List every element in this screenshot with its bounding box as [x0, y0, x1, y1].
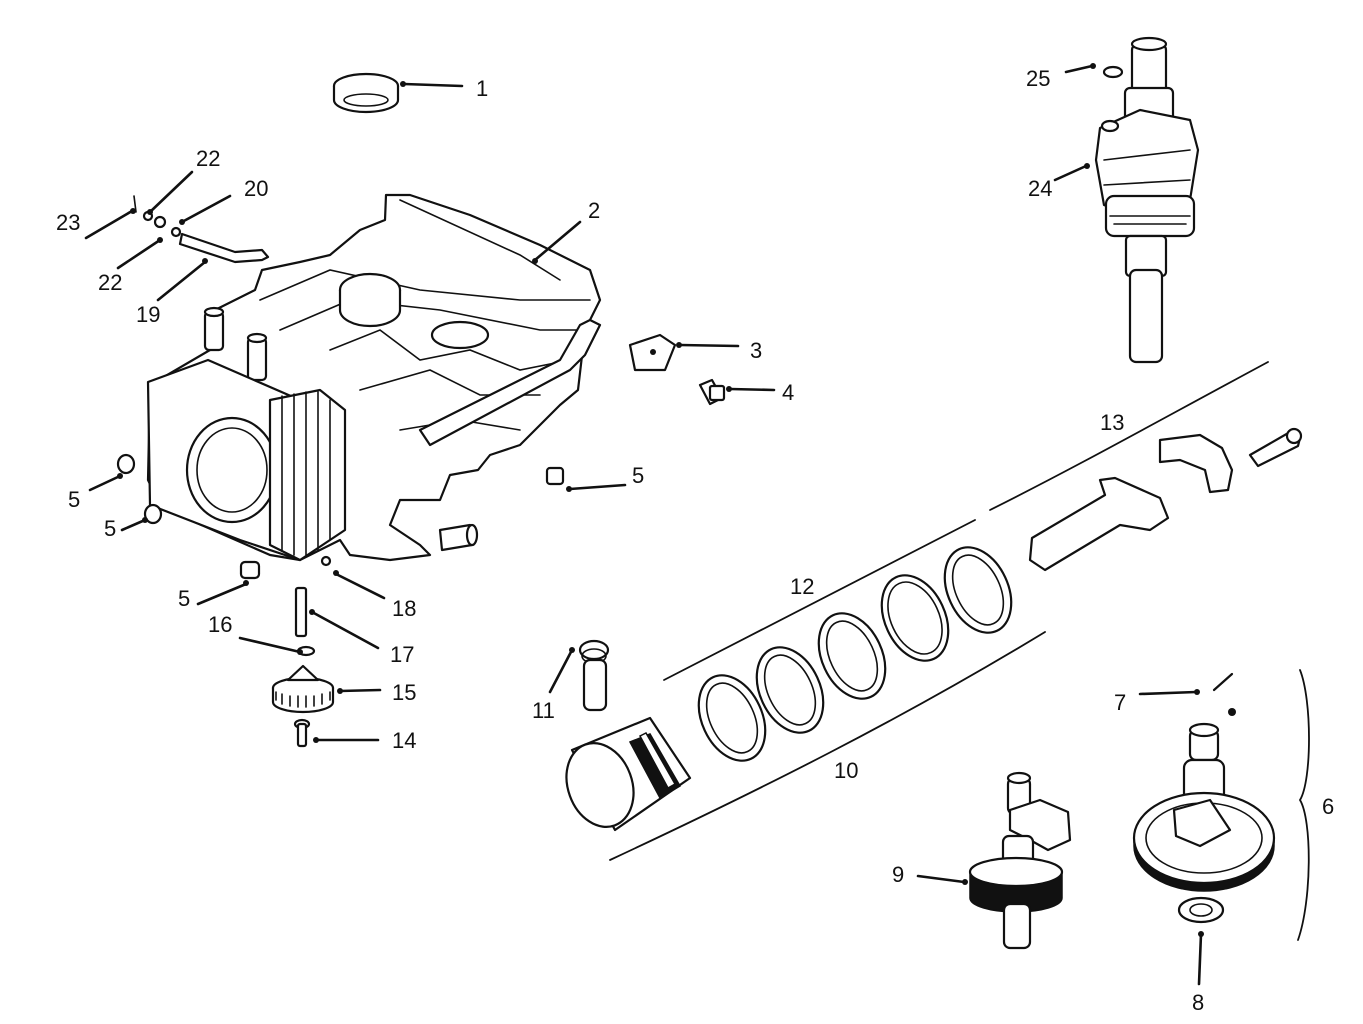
part-15-gear — [271, 664, 335, 714]
plug-left-upper — [116, 453, 136, 475]
part-23-pin — [133, 195, 137, 213]
plug-right — [545, 466, 565, 486]
callout-15: 15 — [392, 680, 416, 705]
part-12-ring-set — [697, 546, 1013, 762]
part-4-bolt — [698, 378, 726, 406]
callout-20: 20 — [244, 176, 268, 201]
part-11-piston-pin — [578, 639, 610, 712]
callout-24: 24 — [1028, 176, 1052, 201]
part-13-connecting-rod — [1028, 427, 1303, 572]
callout-9: 9 — [892, 862, 904, 887]
callout-18: 18 — [392, 596, 416, 621]
part-18-ball — [320, 555, 332, 567]
part-5-plugs — [116, 453, 565, 580]
part-7-pin — [1212, 672, 1234, 692]
part-22-nut-upper — [153, 215, 167, 229]
callout-13: 13 — [1100, 410, 1124, 435]
callout-3: 3 — [750, 338, 762, 363]
part-17-shaft — [294, 586, 308, 638]
part-3-bracket — [628, 333, 677, 372]
part-1-seal — [332, 72, 400, 114]
callout-16: 16 — [208, 612, 232, 637]
callout-labels: 1 2 3 4 5 5 5 5 6 7 8 9 10 11 12 13 14 1… — [56, 66, 1334, 1015]
callout-5-left-upper: 5 — [68, 487, 80, 512]
part-8-washer — [1177, 896, 1225, 924]
callout-5-right: 5 — [632, 463, 644, 488]
breather-assembly — [133, 195, 270, 264]
part-2-crankcase — [146, 193, 602, 562]
callout-2: 2 — [588, 198, 600, 223]
part-20-washer — [170, 226, 182, 238]
part-19-tube — [178, 232, 270, 264]
callout-5-left-lower: 5 — [104, 516, 116, 541]
part-9-camshaft-gear — [968, 771, 1072, 950]
part-24-crankshaft — [1094, 36, 1200, 364]
callout-1: 1 — [476, 76, 488, 101]
callout-19: 19 — [136, 302, 160, 327]
callout-22-upper: 22 — [196, 146, 220, 171]
callout-11: 11 — [532, 698, 555, 723]
leader-lines — [84, 63, 1204, 986]
callout-4: 4 — [782, 380, 794, 405]
part-10-piston — [565, 716, 692, 832]
callout-12: 12 — [790, 574, 814, 599]
callout-25: 25 — [1026, 66, 1050, 91]
group-line-13 — [989, 361, 1269, 511]
callout-14: 14 — [392, 728, 416, 753]
callout-8: 8 — [1192, 990, 1204, 1015]
group-line-12-top — [663, 519, 976, 681]
callout-7: 7 — [1114, 690, 1126, 715]
plug-left-lower — [143, 503, 163, 525]
callout-10: 10 — [834, 758, 858, 783]
callout-23: 23 — [56, 210, 80, 235]
governor-stack — [271, 555, 335, 748]
camshaft-assembly — [1132, 672, 1276, 924]
part-14-screw — [293, 718, 311, 748]
group-line-10-bottom — [609, 631, 1046, 861]
part-25-key — [1102, 65, 1124, 79]
group-lines — [609, 361, 1310, 941]
callout-22-lower: 22 — [98, 270, 122, 295]
callout-5-bottom: 5 — [178, 586, 190, 611]
callout-17: 17 — [390, 642, 414, 667]
plug-bottom — [239, 560, 261, 580]
bracket-6 — [1297, 669, 1310, 941]
callout-6: 6 — [1322, 794, 1334, 819]
